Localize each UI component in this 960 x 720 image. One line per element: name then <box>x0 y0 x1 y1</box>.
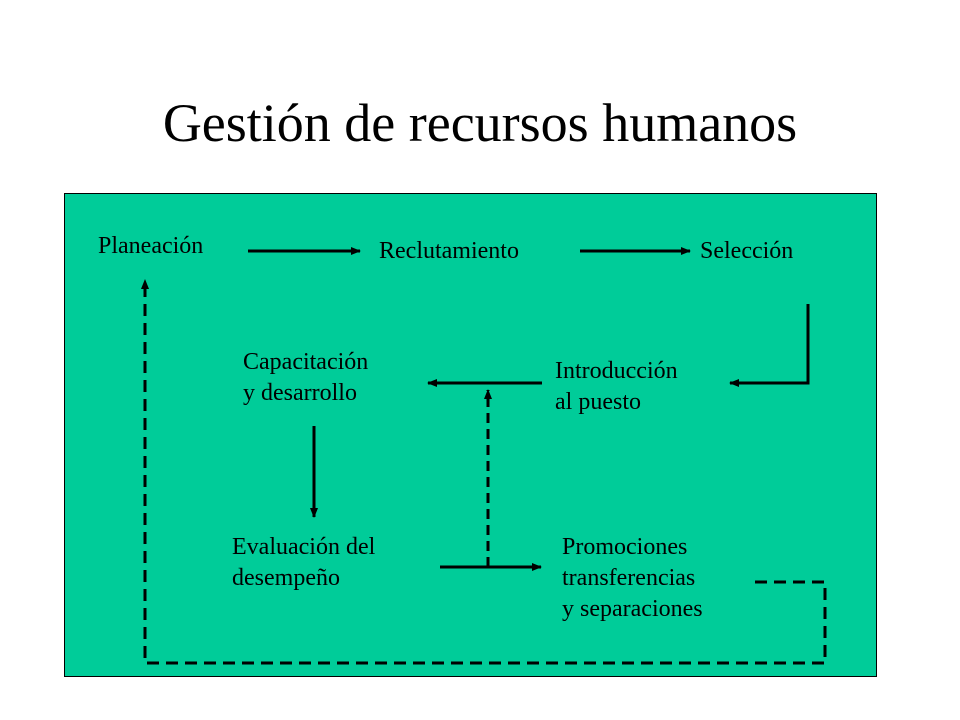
diagram-panel <box>64 193 877 677</box>
node-promociones-line3: y separaciones <box>562 596 703 622</box>
node-capacitacion: Capacitación y desarrollo <box>243 347 368 409</box>
node-introduccion: Introducción al puesto <box>555 356 678 418</box>
node-introduccion-line1: Introducción <box>555 358 678 384</box>
node-reclutamiento: Reclutamiento <box>379 236 519 267</box>
node-evaluacion-line1: Evaluación del <box>232 534 376 560</box>
arrow-seleccion-introduccion <box>729 304 810 387</box>
node-seleccion-label: Selección <box>700 238 794 264</box>
node-planeacion-label: Planeación <box>98 233 204 259</box>
node-capacitacion-line2: y desarrollo <box>243 380 357 406</box>
node-introduccion-line2: al puesto <box>555 389 641 415</box>
dashed-feedback-loop-to-planeacion <box>141 279 827 665</box>
node-promociones-line2: transferencias <box>562 565 696 591</box>
node-evaluacion-line2: desempeño <box>232 565 340 591</box>
slide-title: Gestión de recursos humanos <box>162 93 798 153</box>
node-capacitacion-line1: Capacitación <box>243 349 369 375</box>
node-reclutamiento-label: Reclutamiento <box>379 238 519 264</box>
node-promociones-line1: Promociones <box>562 534 688 560</box>
node-evaluacion: Evaluación del desempeño <box>232 532 375 594</box>
node-seleccion: Selección <box>700 236 793 267</box>
node-promociones: Promociones transferencias y separacione… <box>562 532 703 625</box>
node-planeacion: Planeación <box>98 231 203 262</box>
